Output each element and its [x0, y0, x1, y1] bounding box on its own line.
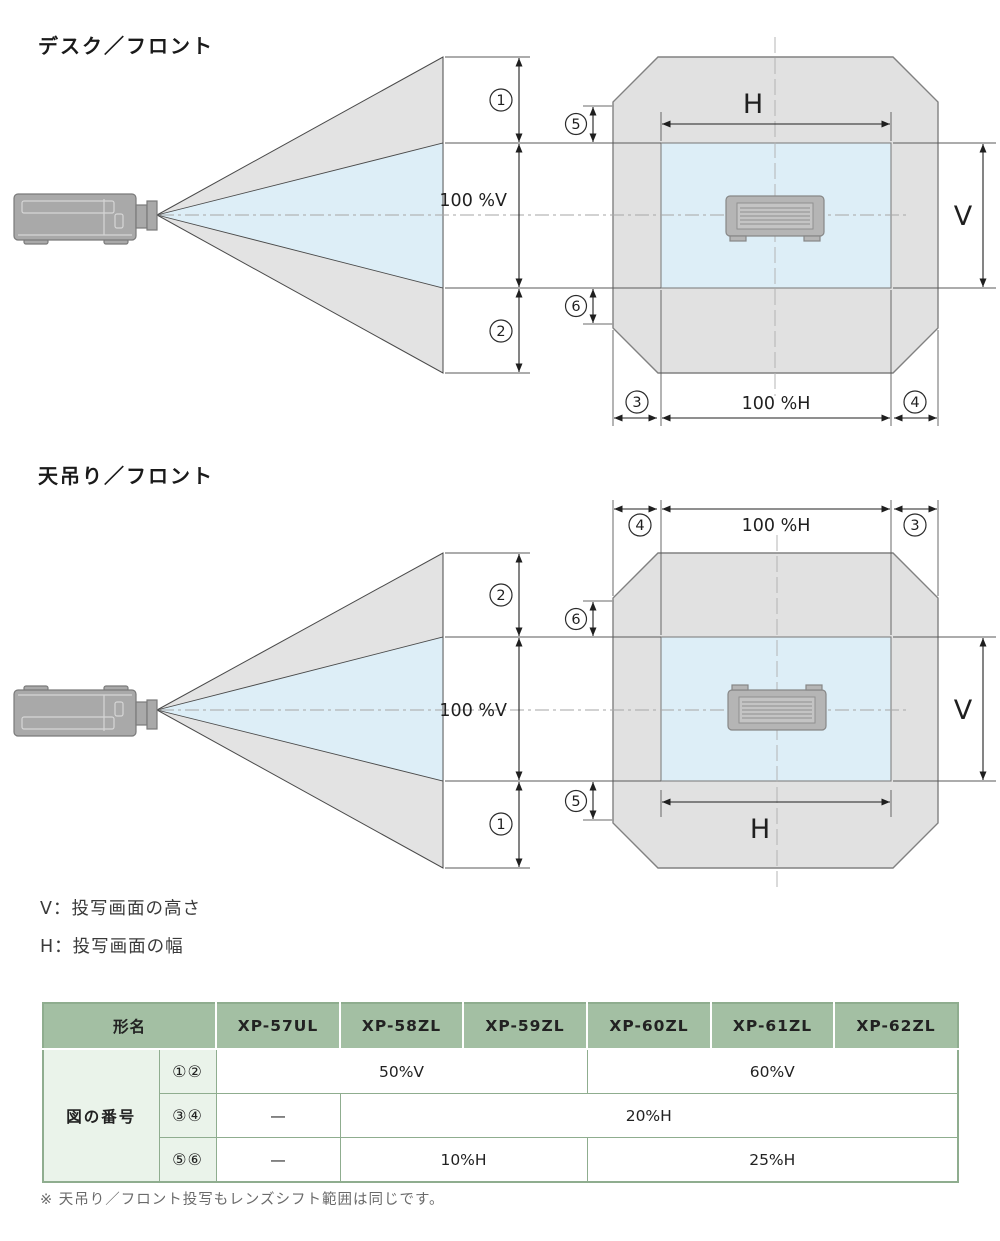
projector-top-view — [727, 684, 827, 731]
table-row: ③④ — 20%H — [43, 1093, 959, 1138]
svg-text:3: 3 — [910, 518, 919, 534]
label-100pct-h: 100 %H — [742, 516, 811, 536]
header-xp59zl: XP-59ZL — [463, 1003, 589, 1050]
table-row: ⑤⑥ — 10%H 25%H — [43, 1137, 959, 1183]
cell-dash-2: — — [215, 1137, 341, 1183]
legend-h: H：投写画面の幅 — [40, 937, 184, 957]
extension-lines — [445, 56, 996, 426]
lens-shift-table: 形名 XP-57UL XP-58ZL XP-59ZL XP-60ZL XP-61… — [42, 1002, 960, 1183]
projector-side-view — [13, 193, 158, 245]
callout-1: 1 — [489, 88, 513, 112]
row-label-56: ⑤⑥ — [158, 1137, 217, 1183]
legend: V：投写画面の高さ H：投写画面の幅 — [40, 890, 201, 966]
header-xp57ul: XP-57UL — [216, 1003, 342, 1050]
footnote: ※ 天吊り／フロント投写もレンズシフト範囲は同じです。 — [40, 1192, 445, 1208]
svg-text:1: 1 — [496, 93, 505, 109]
svg-text:1: 1 — [496, 817, 505, 833]
diagram2-title: 天吊り／フロント — [38, 464, 214, 488]
projection-cone-shift-range — [155, 56, 444, 374]
desk-front-diagram: 1 2 5 6 3 4 100 %V 100 %H H V — [13, 37, 996, 426]
projector-side-view-ceiling — [13, 685, 158, 737]
dimension-lines — [515, 58, 987, 422]
svg-text:4: 4 — [635, 518, 644, 534]
dimension-lines — [515, 505, 987, 867]
row-label-12: ①② — [158, 1048, 217, 1094]
callout-3: 3 — [903, 513, 927, 537]
cell-20h: 20%H — [339, 1093, 959, 1138]
callout-6: 6 — [564, 607, 588, 631]
svg-text:2: 2 — [496, 588, 505, 604]
callout-4: 4 — [903, 390, 927, 414]
diagram1-title: デスク／フロント — [38, 34, 214, 58]
callout-5: 5 — [564, 112, 588, 136]
header-xp61zl: XP-61ZL — [711, 1003, 836, 1050]
svg-text:5: 5 — [571, 117, 580, 133]
svg-text:2: 2 — [496, 324, 505, 340]
table-header-row: 形名 XP-57UL XP-58ZL XP-59ZL XP-60ZL XP-61… — [43, 1003, 959, 1050]
table-row: 図の番号 ①② 50%V 60%V — [42, 1048, 959, 1183]
projection-cone-shift-range — [155, 552, 444, 869]
callout-5: 5 — [564, 789, 588, 813]
extension-lines — [445, 500, 996, 869]
legend-v: V：投写画面の高さ — [40, 899, 201, 919]
cell-25h: 25%H — [586, 1137, 959, 1183]
svg-text:4: 4 — [910, 395, 919, 411]
projector-top-view — [725, 195, 825, 242]
svg-text:6: 6 — [571, 299, 580, 315]
row-label-34: ③④ — [158, 1093, 217, 1138]
cell-60v: 60%V — [586, 1048, 959, 1094]
label-100pct-v: 100 %V — [439, 191, 507, 211]
svg-text:6: 6 — [571, 612, 580, 628]
label-v: V — [954, 201, 973, 232]
label-100pct-h: 100 %H — [742, 394, 811, 414]
label-h: H — [743, 89, 763, 120]
callout-6: 6 — [564, 294, 588, 318]
cell-50v: 50%V — [215, 1048, 588, 1094]
cell-10h: 10%H — [339, 1137, 588, 1183]
callout-1: 1 — [489, 812, 513, 836]
svg-text:3: 3 — [632, 395, 641, 411]
callout-2: 2 — [489, 583, 513, 607]
svg-text:5: 5 — [571, 794, 580, 810]
header-xp62zl: XP-62ZL — [834, 1003, 959, 1050]
header-xp58zl: XP-58ZL — [340, 1003, 465, 1050]
ceiling-front-diagram: 2 1 6 5 4 3 100 %V 100 %H H V — [13, 500, 996, 891]
label-v: V — [954, 695, 973, 726]
row-group-label: 図の番号 — [42, 1048, 160, 1183]
label-100pct-v: 100 %V — [439, 701, 507, 721]
lens-shift-table-wrap: 形名 XP-57UL XP-58ZL XP-59ZL XP-60ZL XP-61… — [42, 1002, 960, 1183]
cell-dash-1: — — [215, 1093, 341, 1138]
callout-4: 4 — [628, 513, 652, 537]
label-h: H — [750, 814, 770, 845]
header-xp60zl: XP-60ZL — [587, 1003, 713, 1050]
callout-2: 2 — [489, 319, 513, 343]
callout-3: 3 — [625, 390, 649, 414]
header-model: 形名 — [43, 1003, 218, 1050]
